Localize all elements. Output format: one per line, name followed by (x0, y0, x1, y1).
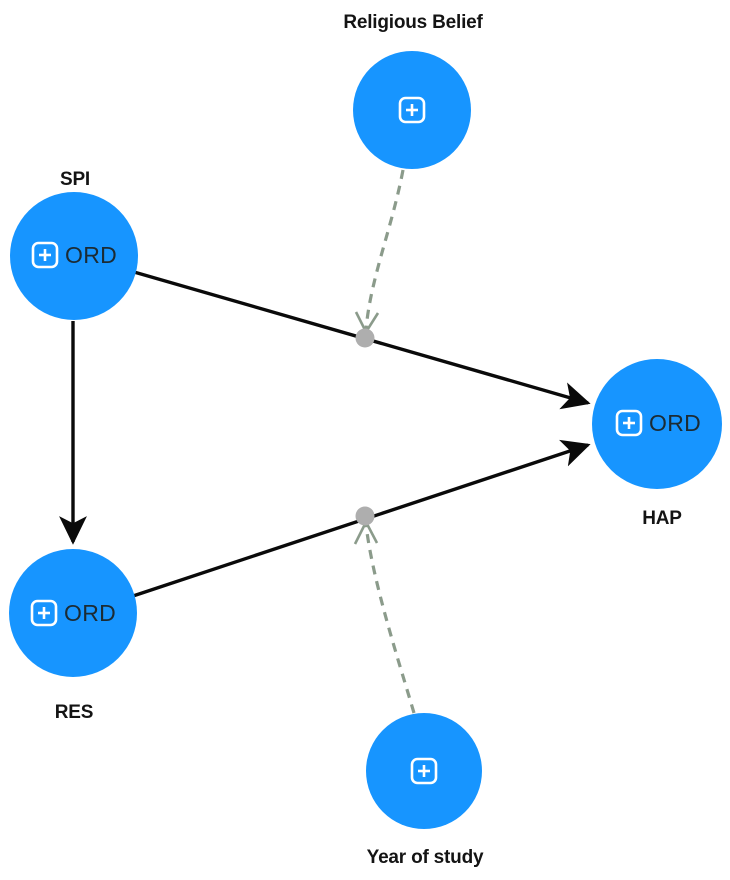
node-hap[interactable]: ORD HAP (592, 359, 722, 529)
node-spi-label: SPI (60, 169, 90, 190)
plus-box-icon (615, 409, 643, 437)
plus-box-icon (398, 96, 426, 124)
node-religious-belief[interactable]: Religious Belief (343, 12, 484, 169)
node-res[interactable]: ORD RES (9, 549, 137, 723)
edge-year-of-study-to-path[interactable] (353, 519, 416, 714)
node-spi-ord-text: ORD (65, 242, 117, 268)
node-hap-label: HAP (642, 508, 682, 529)
plus-box-icon (30, 599, 58, 627)
node-spi[interactable]: ORD SPI (10, 169, 138, 320)
node-hap-circle[interactable] (592, 359, 722, 489)
node-spi-circle[interactable] (10, 192, 138, 320)
node-year-of-study-label: Year of study (367, 847, 484, 868)
node-res-ord-text: ORD (64, 600, 116, 626)
node-res-label: RES (55, 702, 93, 723)
plus-box-icon (31, 241, 59, 269)
moderator-dot-upper[interactable] (355, 328, 375, 348)
moderator-dot-lower[interactable] (355, 506, 375, 526)
node-res-circle[interactable] (9, 549, 137, 677)
node-year-of-study[interactable]: Year of study (366, 713, 484, 868)
edge-religious-belief-to-path[interactable] (354, 169, 405, 335)
node-hap-ord-text: ORD (649, 410, 701, 436)
node-religious-belief-label: Religious Belief (343, 12, 483, 33)
plus-box-icon (410, 757, 438, 785)
